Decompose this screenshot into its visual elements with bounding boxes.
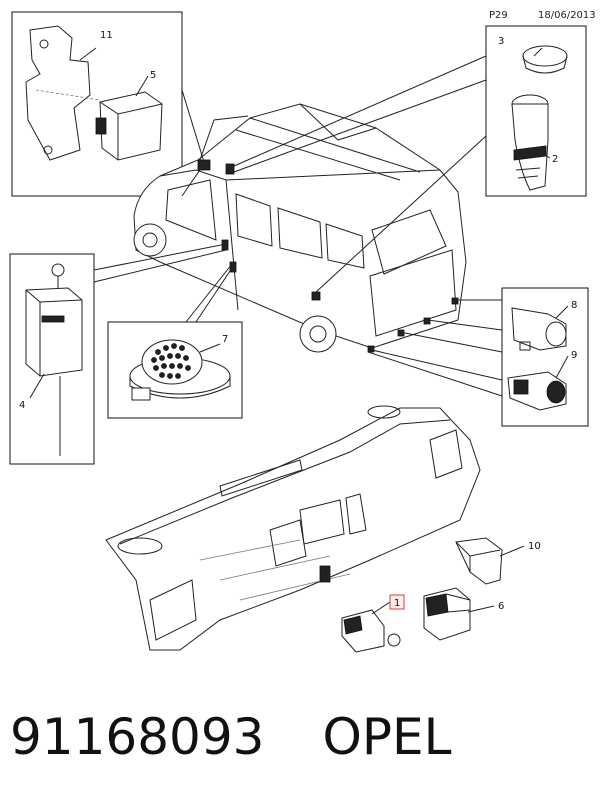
speaker-grille (151, 343, 191, 379)
callout-3: 3 (498, 36, 504, 47)
inset-switch (9, 253, 95, 465)
bracket-part-10 (455, 537, 503, 585)
dashboard-parts (341, 537, 503, 653)
dashboard-connector (319, 565, 331, 583)
dashboard-screen (299, 499, 345, 545)
inset-parking-sensors (501, 287, 589, 427)
callouts: 1 2 3 4 5 6 7 8 9 10 11 (19, 30, 577, 612)
brand-name: OPEL (322, 708, 452, 766)
van-body (133, 103, 467, 349)
van-front-wheel (133, 223, 167, 257)
sensor-part-8 (511, 307, 567, 351)
callout-5: 5 (150, 70, 156, 81)
van-rear-window (371, 209, 447, 275)
callout-8: 8 (571, 300, 577, 311)
sheet-date: 18/06/2013 (538, 10, 596, 21)
callout-7: 7 (222, 334, 228, 345)
inset-sensor-cap (485, 25, 587, 197)
dashboard-panel (105, 407, 481, 651)
callout-2: 2 (552, 154, 558, 165)
van-illustration (133, 103, 467, 353)
inset-speaker (107, 321, 243, 419)
bracket-part-11 (25, 25, 91, 161)
callout-10: 10 (528, 541, 541, 552)
callout-9: 9 (571, 350, 577, 361)
callout-6: 6 (498, 601, 504, 612)
callout-1-highlight (389, 594, 405, 610)
cap-part-3 (522, 45, 568, 67)
van-rear-wheel (299, 315, 337, 353)
dashboard-illustration (105, 405, 481, 651)
callout-4: 4 (19, 400, 25, 411)
inset-bracket-module (11, 11, 183, 197)
callout-11: 11 (100, 30, 113, 41)
module-part-5 (99, 91, 163, 161)
van-windshield (165, 179, 217, 241)
leader-lines (29, 47, 569, 615)
van-rear-door (369, 249, 457, 337)
part-caption: 91168093 OPEL (10, 702, 590, 772)
sheet-number: P29 (489, 10, 508, 21)
callout-1: 1 (394, 598, 400, 609)
part-number: 91168093 (10, 708, 265, 766)
